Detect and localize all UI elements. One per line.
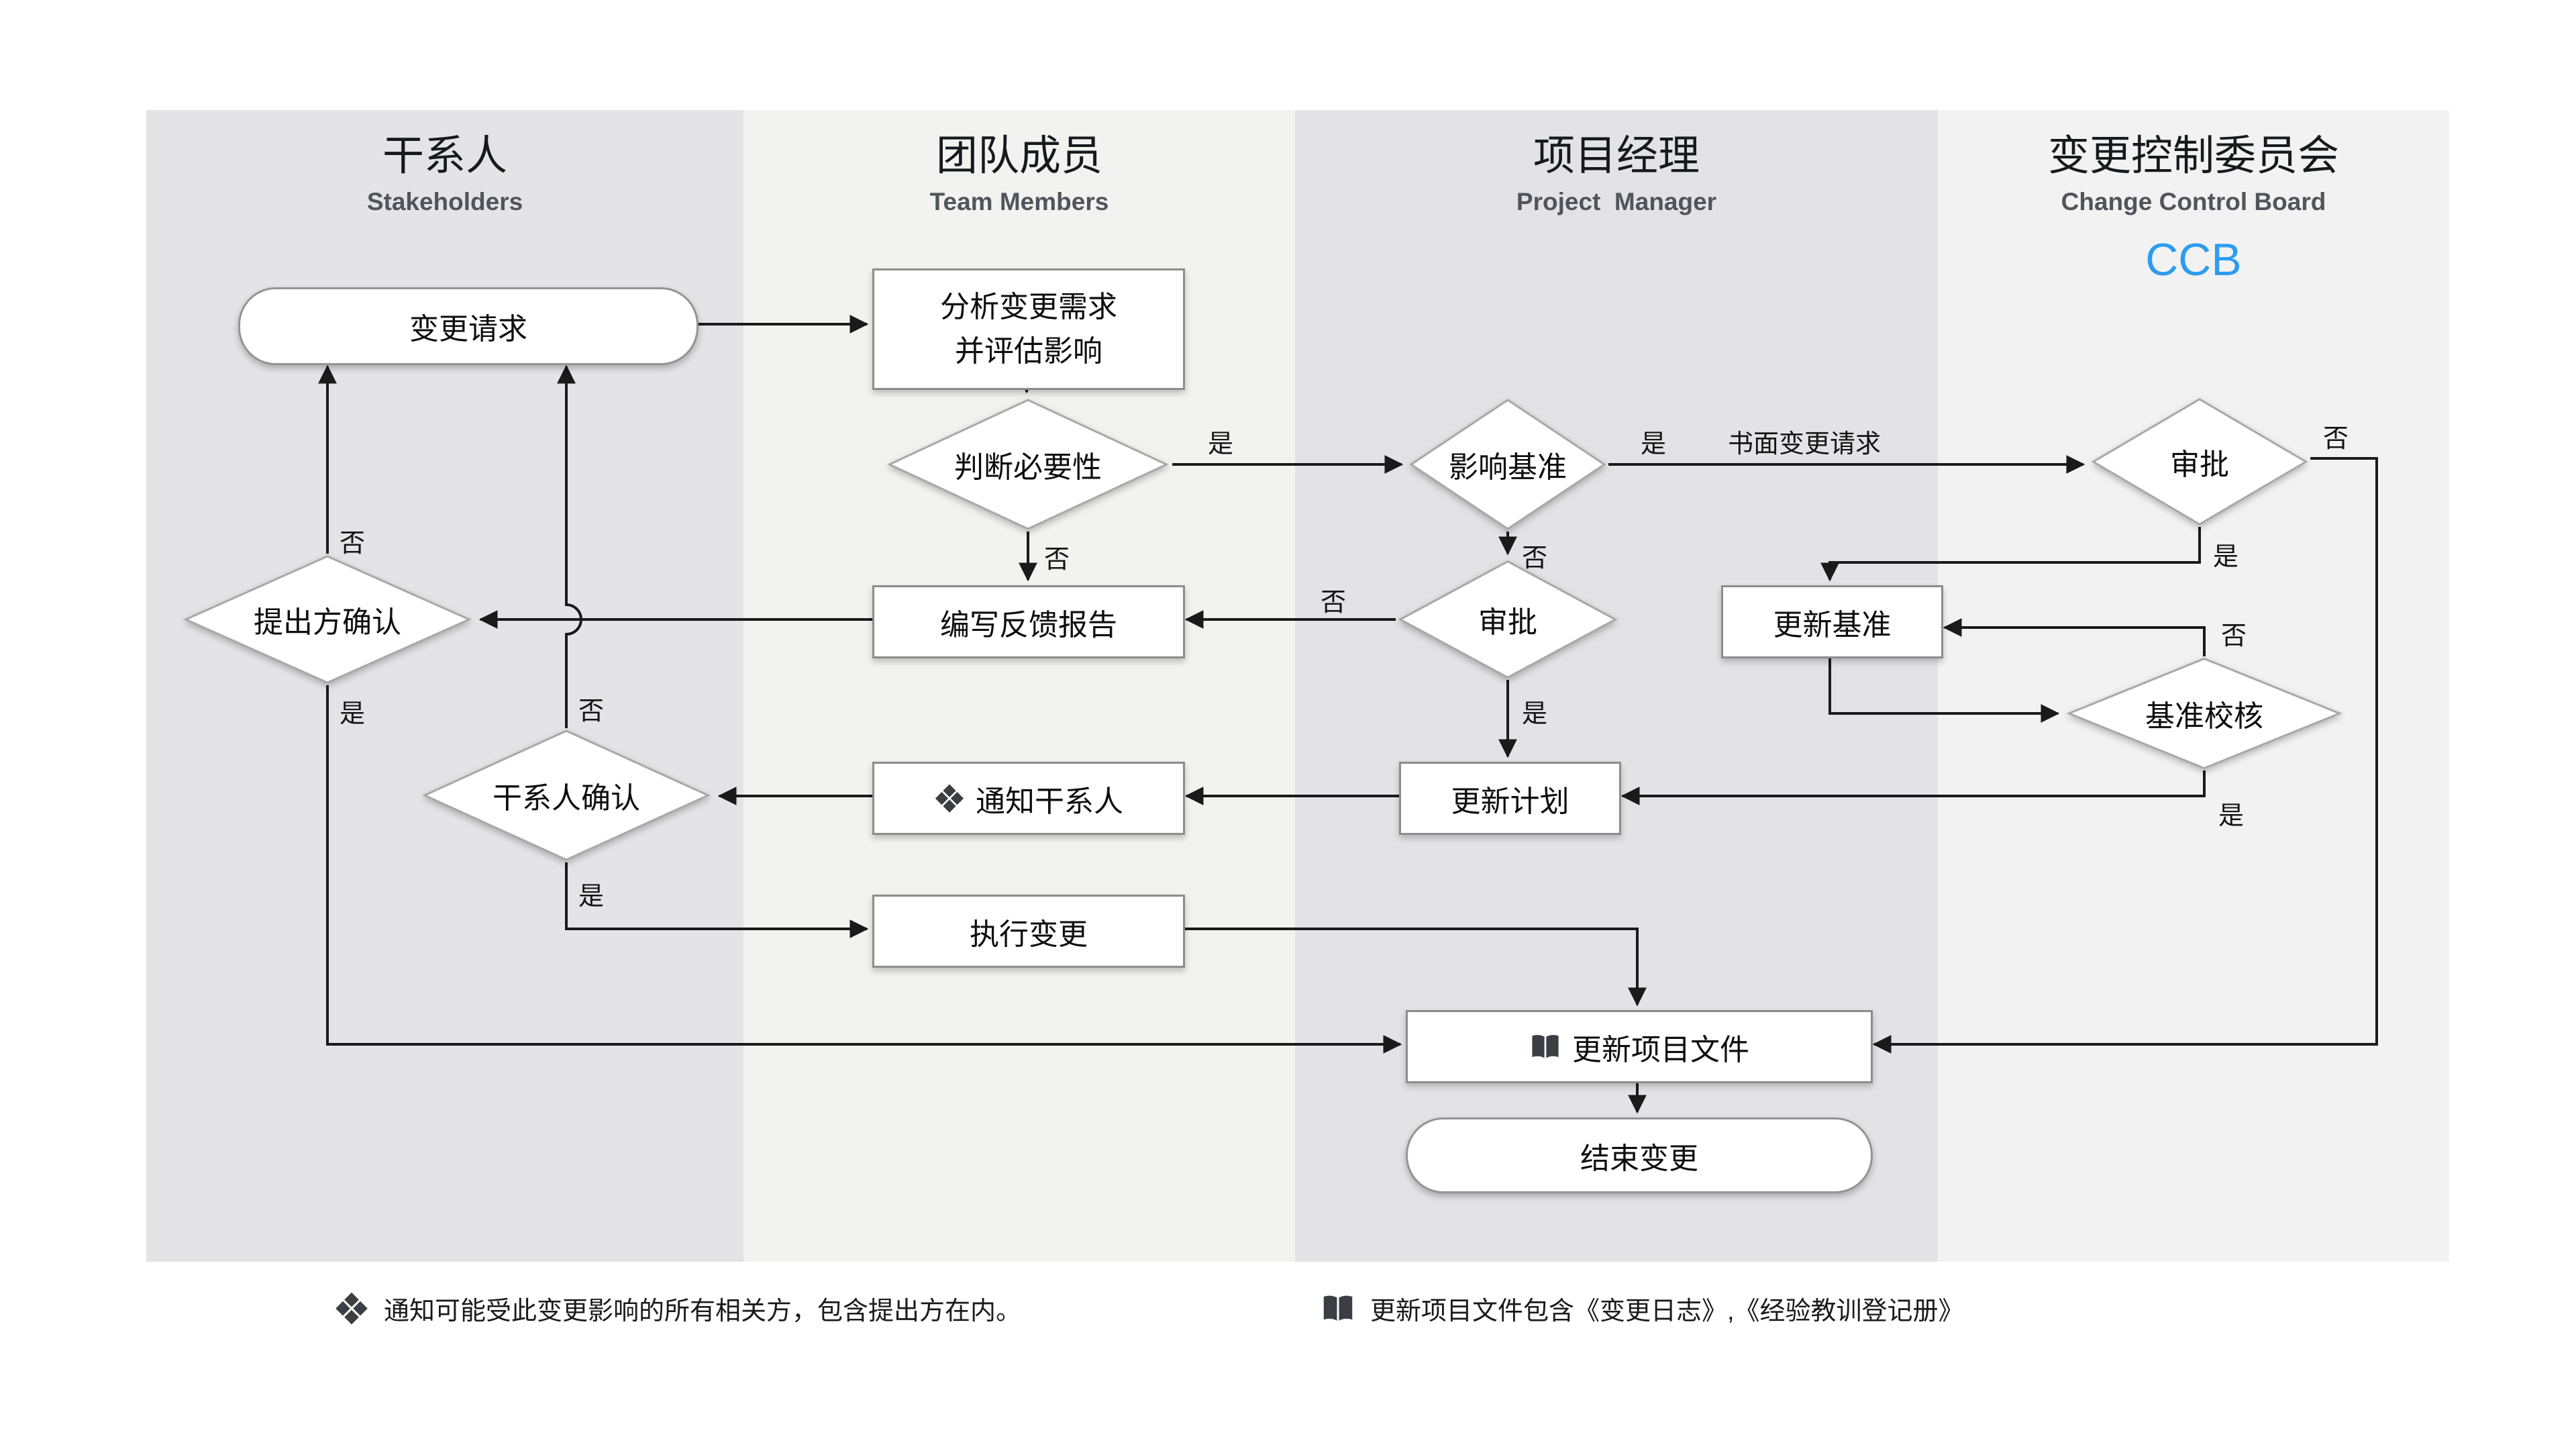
edge-stakeholder-yes bbox=[565, 862, 869, 938]
lane-subtitle: Stakeholders bbox=[366, 188, 523, 216]
lane-title: 团队成员 bbox=[935, 133, 1102, 179]
node-judge-necessity: 判断必要性 bbox=[884, 397, 1172, 532]
label-necessity-yes: 是 bbox=[1208, 430, 1234, 458]
edge-check-yes bbox=[1620, 770, 2206, 805]
edge-execute-to-docs bbox=[1181, 928, 1647, 1007]
node-notify-stakeholders: 通知干系人 bbox=[872, 762, 1185, 835]
node-label: 干系人确认 bbox=[493, 782, 640, 815]
node-update-baseline: 更新基准 bbox=[1721, 585, 1943, 658]
node-ccb-approve: 审批 bbox=[2089, 397, 2310, 527]
lane-stakeholders-header: 干系人 Stakeholders bbox=[146, 132, 743, 216]
note-text: 通知可能受此变更影响的所有相关方，包含提出方在内。 bbox=[384, 1297, 1022, 1326]
lane-title: 干系人 bbox=[382, 133, 507, 179]
edge-proposer-yes bbox=[326, 685, 1402, 1054]
ccb-badge: CCB bbox=[2145, 234, 2242, 286]
node-label: 更新计划 bbox=[1451, 785, 1569, 818]
node-analyze-change: 分析变更需求 并评估影响 bbox=[872, 268, 1185, 390]
node-write-feedback: 编写反馈报告 bbox=[872, 585, 1185, 658]
lane-project-manager-header: 项目经理 Project Manager bbox=[1295, 132, 1938, 216]
node-baseline-check: 基准校核 bbox=[2063, 656, 2345, 770]
lane-team-members-header: 团队成员 Team Members bbox=[743, 132, 1295, 216]
node-proposer-confirm: 提出方确认 bbox=[180, 554, 475, 685]
label-pm-approve-no: 否 bbox=[1321, 589, 1347, 617]
note-text: 更新项目文件包含《变更日志》,《经验教训登记册》 bbox=[1370, 1297, 1964, 1326]
node-label: 变更请求 bbox=[409, 313, 527, 346]
node-label-line1: 分析变更需求 bbox=[940, 290, 1117, 323]
node-label: 审批 bbox=[2170, 448, 2229, 481]
label-check-no: 否 bbox=[2221, 622, 2247, 650]
note-update-docs: 更新项目文件包含《变更日志》,《经验教训登记册》 bbox=[1321, 1290, 1964, 1327]
node-update-project-docs: 更新项目文件 bbox=[1406, 1010, 1873, 1083]
label-necessity-no: 否 bbox=[1044, 546, 1070, 574]
label-ccb-yes: 是 bbox=[2213, 543, 2239, 571]
label-stakeholder-no: 否 bbox=[578, 697, 605, 726]
edge-ccb-yes bbox=[1820, 527, 2201, 582]
open-book-icon bbox=[1321, 1291, 1355, 1326]
label-impact-no: 否 bbox=[1522, 544, 1548, 572]
note-notify: 通知可能受此变更影响的所有相关方，包含提出方在内。 bbox=[334, 1290, 1021, 1327]
node-label: 结束变更 bbox=[1580, 1142, 1698, 1175]
lane-subtitle: Team Members bbox=[929, 188, 1109, 216]
lane-ccb-header: 变更控制委员会 Change Control Board CCB bbox=[1938, 132, 2449, 286]
node-label: 通知干系人 bbox=[976, 785, 1123, 818]
node-label: 判断必要性 bbox=[954, 451, 1102, 484]
node-impact-baseline: 影响基准 bbox=[1407, 397, 1608, 532]
open-book-icon bbox=[1529, 1031, 1561, 1063]
node-label: 基准校核 bbox=[2145, 700, 2263, 733]
label-impact-yes: 是 bbox=[1641, 430, 1667, 458]
lane-title: 项目经理 bbox=[1533, 133, 1700, 179]
node-stakeholder-confirm: 干系人确认 bbox=[419, 728, 714, 862]
node-end-change: 结束变更 bbox=[1406, 1117, 1873, 1193]
node-label: 审批 bbox=[1478, 606, 1537, 639]
node-label: 影响基准 bbox=[1449, 451, 1567, 484]
lane-subtitle: Project Manager bbox=[1516, 188, 1717, 216]
node-label: 编写反馈报告 bbox=[940, 608, 1117, 642]
node-execute-change: 执行变更 bbox=[872, 895, 1185, 968]
label-proposer-no: 否 bbox=[340, 530, 366, 558]
node-update-plan: 更新计划 bbox=[1399, 762, 1621, 835]
label-stakeholder-yes: 是 bbox=[578, 883, 605, 911]
edge-ccb-no bbox=[1872, 457, 2378, 1054]
label-pm-approve-yes: 是 bbox=[1522, 700, 1548, 728]
edge-stakeholder-no bbox=[557, 364, 582, 728]
edge-check-no bbox=[1943, 618, 2206, 656]
diamonds-cluster-icon bbox=[934, 783, 965, 814]
node-label: 更新基准 bbox=[1773, 608, 1892, 642]
label-check-yes: 是 bbox=[2218, 802, 2245, 830]
node-label: 执行变更 bbox=[970, 917, 1088, 951]
node-pm-approve: 审批 bbox=[1396, 559, 1620, 680]
edge-baseline-to-check bbox=[1828, 654, 2060, 723]
node-label: 更新项目文件 bbox=[1572, 1033, 1749, 1066]
node-label-line2: 并评估影响 bbox=[955, 334, 1102, 368]
label-ccb-no: 否 bbox=[2323, 425, 2349, 453]
label-written-change-request: 书面变更请求 bbox=[1728, 430, 1882, 458]
label-proposer-yes: 是 bbox=[340, 700, 366, 728]
lane-subtitle: Change Control Board bbox=[2061, 188, 2326, 216]
diamonds-cluster-icon bbox=[334, 1291, 369, 1326]
node-label: 提出方确认 bbox=[254, 606, 401, 639]
lane-title: 变更控制委员会 bbox=[2047, 133, 2339, 179]
node-change-request: 变更请求 bbox=[238, 287, 699, 365]
